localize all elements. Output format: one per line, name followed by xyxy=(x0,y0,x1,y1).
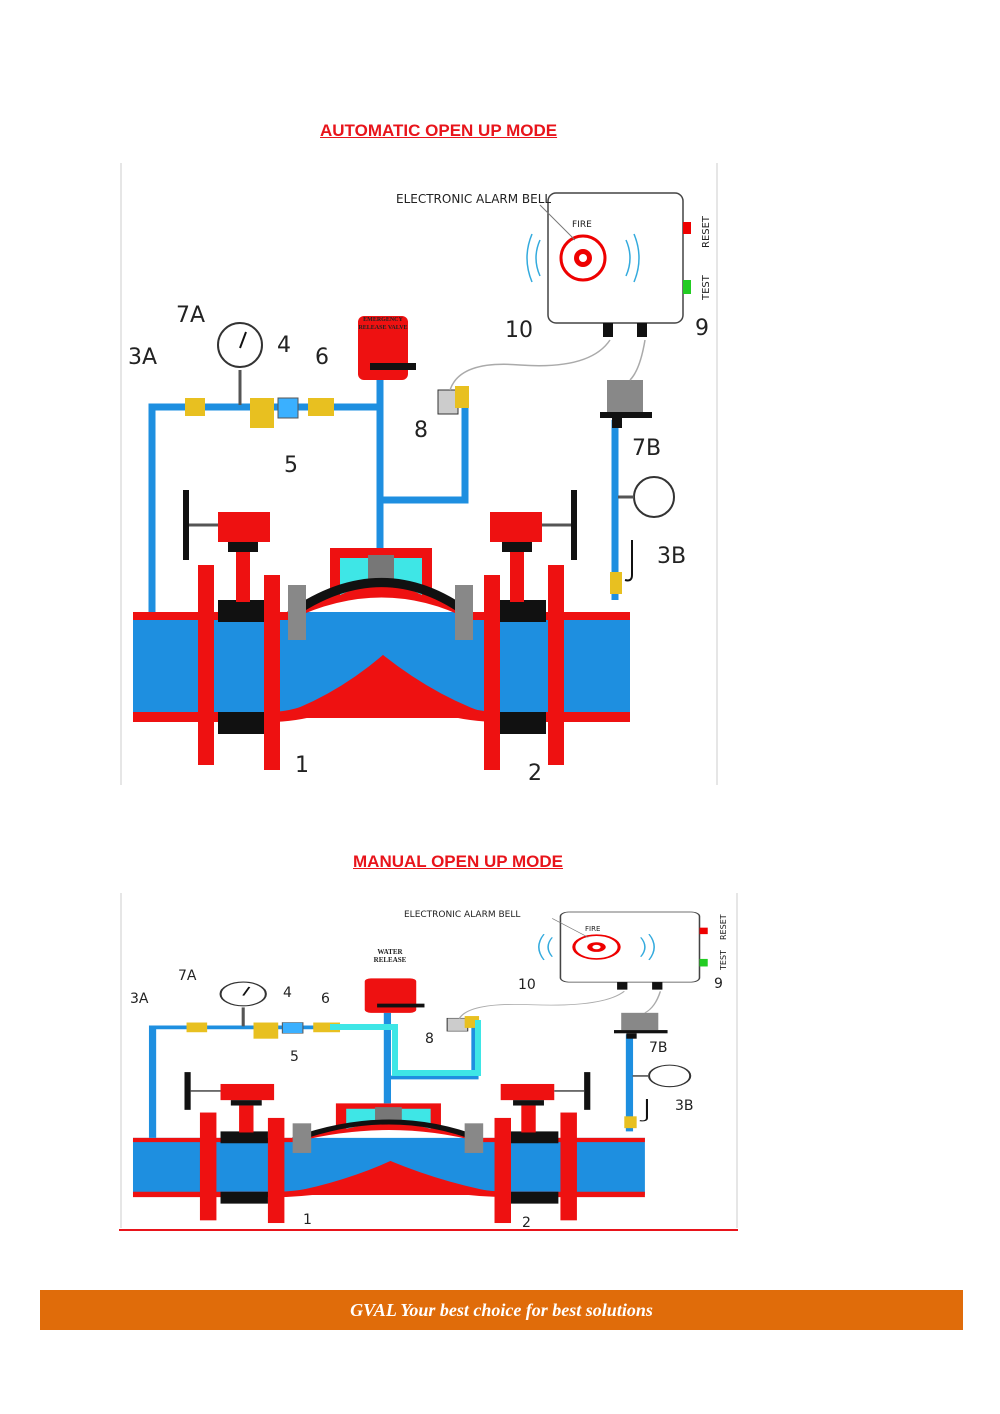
alarm-bell-label: ELECTRONIC ALARM BELL xyxy=(396,192,551,206)
fire-label: FIRE xyxy=(572,220,592,230)
label-3b: 3B xyxy=(657,544,686,569)
label-10: 10 xyxy=(505,318,533,343)
label-4: 4 xyxy=(283,985,292,1001)
label-6: 6 xyxy=(315,345,329,370)
label-7a: 7A xyxy=(178,968,197,984)
diagram-automatic: ELECTRONIC ALARM BELL FIRE RESET TEST 7A… xyxy=(120,163,718,786)
label-4: 4 xyxy=(277,333,291,358)
label-6: 6 xyxy=(321,991,330,1007)
emergency-valve-label: EMERGENCY RELEASE VALVE xyxy=(358,317,408,331)
label-9: 9 xyxy=(695,316,709,341)
label-1: 1 xyxy=(295,753,309,778)
reset-label: RESET xyxy=(701,215,712,248)
label-7b: 7B xyxy=(649,1040,668,1056)
label-3a: 3A xyxy=(128,345,157,370)
label-5: 5 xyxy=(284,453,298,478)
label-10: 10 xyxy=(518,977,536,993)
label-7a: 7A xyxy=(176,303,205,328)
section-title-manual: MANUAL OPEN UP MODE xyxy=(353,852,564,871)
label-2: 2 xyxy=(522,1215,531,1231)
reset-label: RESET xyxy=(719,914,728,940)
label-8: 8 xyxy=(425,1031,434,1047)
test-label: TEST xyxy=(719,950,728,971)
diagram-manual: ELECTRONIC ALARM BELL FIRE RESET TEST 7A… xyxy=(119,893,738,1231)
label-1: 1 xyxy=(303,1212,312,1228)
test-label: TEST xyxy=(701,274,712,301)
label-9: 9 xyxy=(714,976,723,992)
section-title-automatic: AUTOMATIC OPEN UP MODE xyxy=(320,121,558,140)
water-release-label: WATER RELEASE xyxy=(373,948,407,964)
label-8: 8 xyxy=(414,418,428,443)
fire-label: FIRE xyxy=(585,925,600,933)
label-5: 5 xyxy=(290,1049,299,1065)
footer-banner: GVAL Your best choice for best solutions xyxy=(40,1290,963,1330)
label-3b: 3B xyxy=(675,1098,694,1114)
label-3a: 3A xyxy=(130,991,149,1007)
label-7b: 7B xyxy=(632,436,661,461)
alarm-bell-label: ELECTRONIC ALARM BELL xyxy=(404,910,520,920)
label-2: 2 xyxy=(528,761,542,786)
